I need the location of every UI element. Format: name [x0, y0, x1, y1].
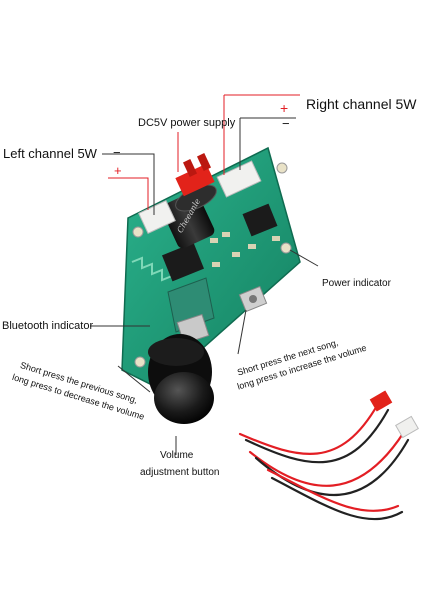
volume-label: Volume — [160, 450, 194, 461]
power-indicator-label: Power indicator — [322, 278, 391, 289]
potentiometer — [167, 277, 215, 345]
tact-switch — [238, 285, 268, 313]
dc-power-connector — [175, 153, 215, 197]
right-minus-sign: − — [282, 116, 290, 131]
leader-lines — [90, 94, 319, 455]
capacitor: Cheeanle — [161, 184, 217, 249]
chip-amp — [242, 203, 278, 237]
bluetooth-indicator-label: Bluetooth indicator — [2, 320, 94, 332]
wire-connectors — [369, 390, 419, 439]
right-plus-sign: + — [280, 100, 289, 116]
right-channel-connector — [216, 160, 262, 198]
chip-main — [161, 242, 205, 282]
left-plus-sign: + — [114, 163, 122, 178]
antenna-trace — [131, 256, 173, 282]
dc5v-label: DC5V power supply — [138, 117, 236, 129]
volume-knob — [148, 334, 214, 424]
speaker-wires — [238, 402, 410, 521]
left-channel-label: Left channel 5W — [3, 146, 97, 161]
adjustment-button-label: adjustment button — [140, 467, 220, 478]
right-channel-label: Right channel 5W — [306, 96, 417, 112]
left-channel-connector — [138, 200, 176, 234]
left-minus-sign: − — [113, 145, 121, 160]
